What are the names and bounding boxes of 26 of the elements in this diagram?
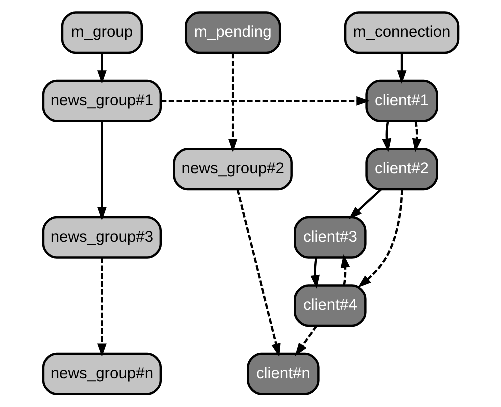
- arrow: [348, 188, 382, 220]
- arrow: [294, 325, 318, 356]
- arrow: [396, 53, 406, 84]
- arrow: [97, 53, 106, 84]
- arrow: [412, 121, 422, 152]
- node-box: m_connection: [344, 12, 460, 54]
- node-box: m_pending: [184, 12, 281, 54]
- node-box: news_group#n: [42, 352, 162, 396]
- node-box: news_group#1: [42, 80, 162, 122]
- node-box: m_group: [60, 12, 143, 54]
- node-box: news_group#3: [42, 216, 162, 259]
- node-box: client#n: [246, 352, 320, 396]
- arrow: [310, 258, 320, 289]
- node-box: news_group#2: [172, 148, 292, 191]
- arrow: [340, 254, 350, 286]
- arrow: [228, 53, 238, 152]
- node-box: client#3: [294, 216, 366, 259]
- arrow: [160, 96, 370, 106]
- arrow: [236, 189, 280, 358]
- node-box: client#4: [294, 284, 366, 328]
- arrow: [97, 121, 106, 221]
- arrow: [382, 121, 392, 152]
- node-box: client#2: [365, 148, 438, 191]
- arrow: [358, 190, 403, 288]
- node-box: client#1: [365, 80, 438, 122]
- arrow: [97, 258, 106, 358]
